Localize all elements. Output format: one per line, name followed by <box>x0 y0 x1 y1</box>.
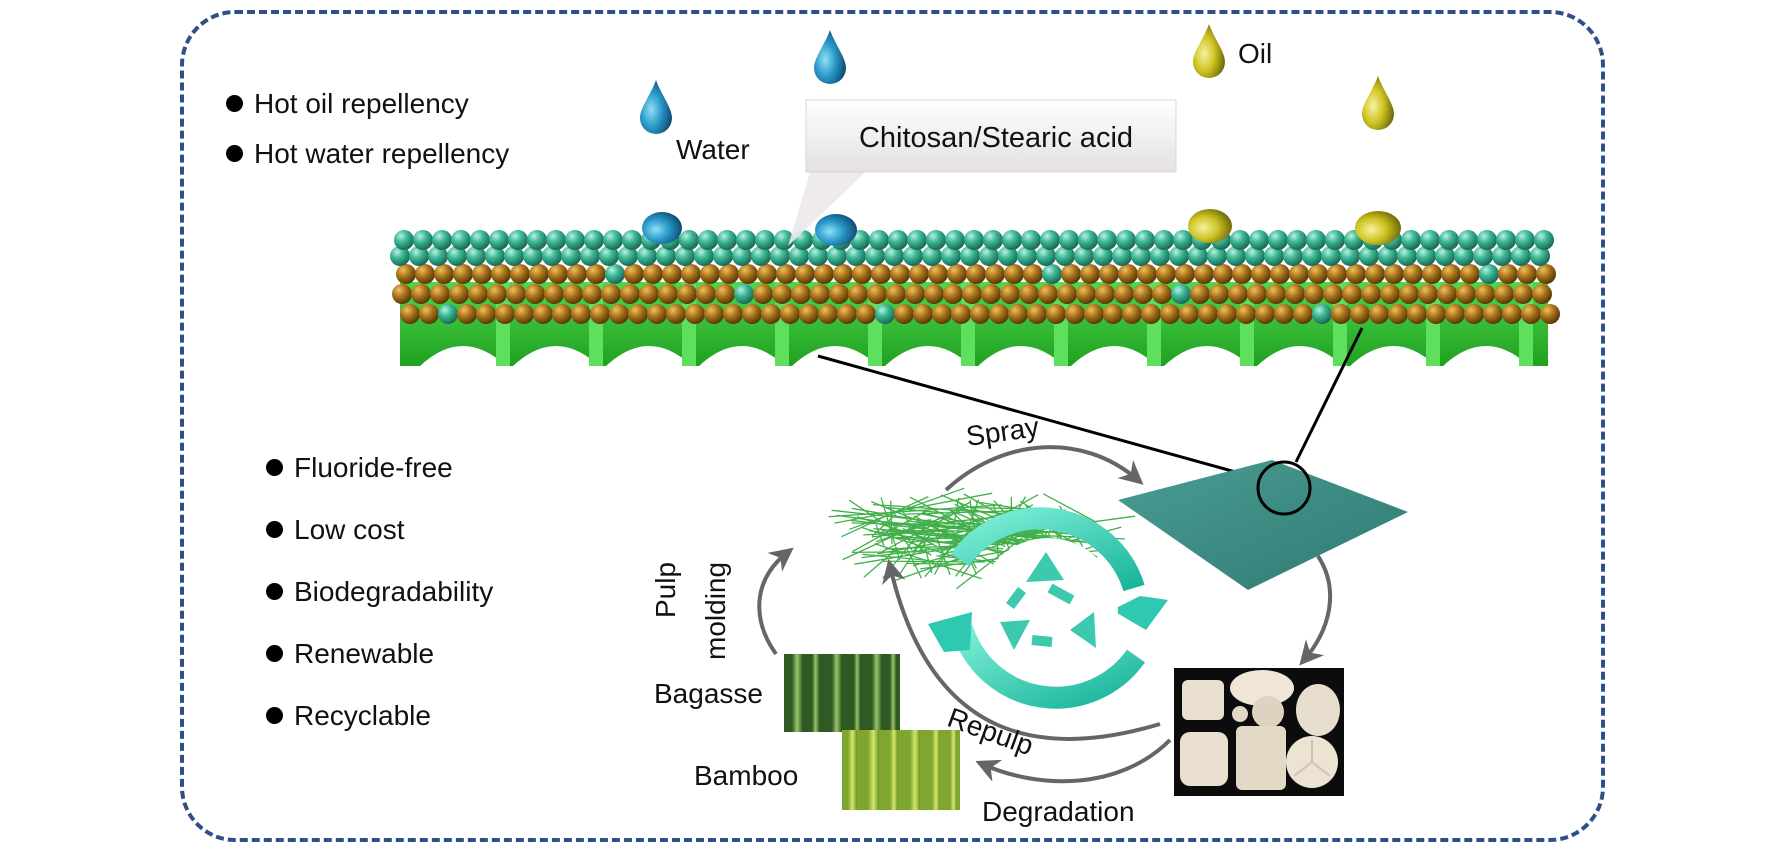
oil-drop-icon <box>1193 24 1225 78</box>
feature-hot-oil-repellency: Hot oil repellency <box>226 88 469 120</box>
coated-paper-sheet <box>1118 460 1408 590</box>
feature-renewable: Renewable <box>266 638 434 670</box>
feature-biodegradability: Biodegradability <box>266 576 493 608</box>
water-label: Water <box>676 134 750 165</box>
pulp-molding-arrow <box>757 547 794 656</box>
oil-droplet <box>1188 209 1232 243</box>
bagasse-label: Bagasse <box>654 678 763 709</box>
water-drop-icon <box>640 80 672 134</box>
tableware-photo <box>1174 668 1344 796</box>
water-drop-icon <box>814 30 846 84</box>
dashed-frame <box>180 10 1605 842</box>
degradation-arrow <box>975 738 1172 784</box>
degradation-label: Degradation <box>982 796 1135 827</box>
molecule-layer <box>390 230 1560 324</box>
coating-label: Chitosan/Stearic acid <box>858 121 1134 154</box>
feature-hot-water-repellency: Hot water repellency <box>226 138 509 170</box>
water-droplet <box>642 212 682 244</box>
bagasse-photo <box>784 654 900 732</box>
feature-recyclable: Recyclable <box>266 700 431 732</box>
bamboo-label: Bamboo <box>694 760 799 791</box>
feature-fluoride-free: Fluoride-free <box>266 452 453 484</box>
coating-callout <box>788 99 1177 246</box>
feature-low-cost: Low cost <box>266 514 405 546</box>
recycle-icon <box>928 507 1168 709</box>
repulp-arrow <box>882 558 1161 741</box>
pulp-molding-label-2: molding <box>700 561 731 660</box>
sheet-to-tableware-arrow <box>1299 554 1332 666</box>
spray-arrow <box>944 445 1144 492</box>
zoom-circle <box>1256 460 1312 516</box>
oil-droplet <box>1355 211 1401 245</box>
oil-label: Oil <box>1238 38 1273 69</box>
oil-drop-icon <box>1362 76 1394 130</box>
bamboo-photo <box>842 730 960 810</box>
pulp-molding-label-1: Pulp <box>650 561 681 618</box>
water-droplet <box>815 214 857 246</box>
